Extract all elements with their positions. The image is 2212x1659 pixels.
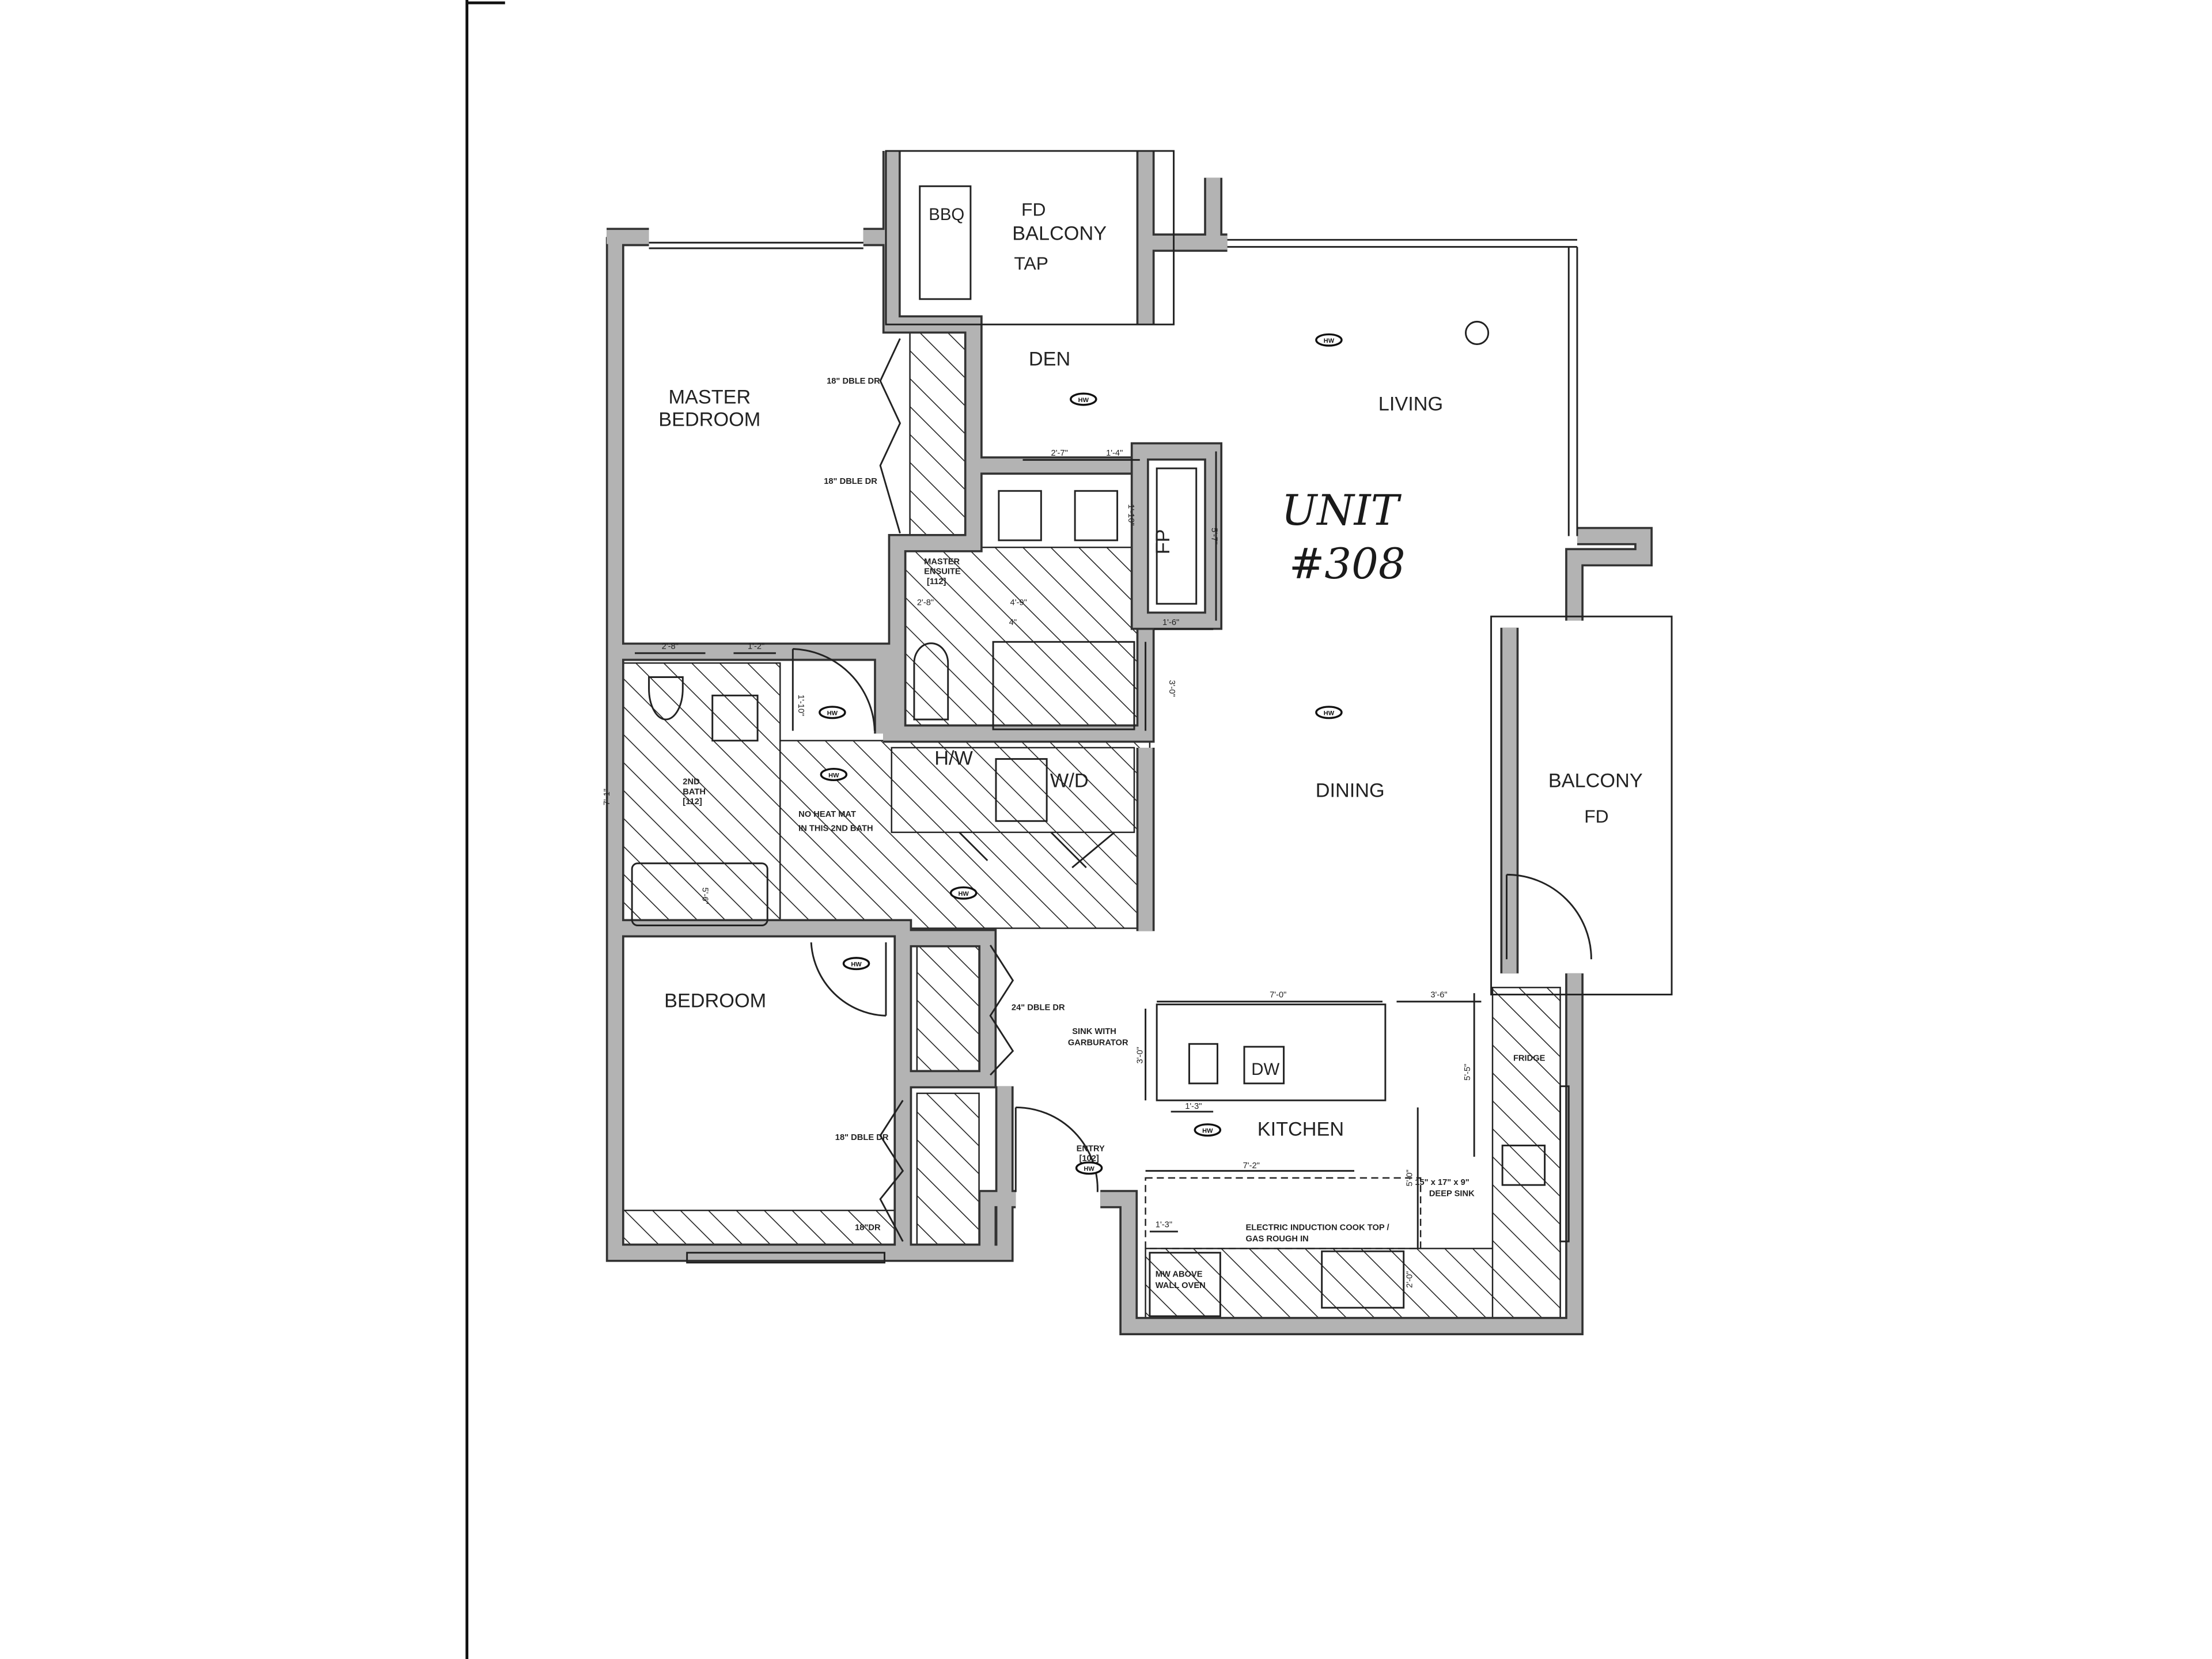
hw-markers: HW HW HW HW HW HW HW HW HW: [819, 333, 1343, 1175]
svg-text:1'-10": 1'-10": [1126, 504, 1135, 525]
svg-text:#308: #308: [1289, 540, 1406, 589]
walls: [605, 151, 1653, 1335]
annotations: 18" DBLE DR 18" DBLE DR 24" DBLE DR 18" …: [683, 377, 1475, 1290]
windows: [649, 150, 1673, 1264]
bbq-label: BBQ: [929, 205, 964, 224]
svg-text:3'-6": 3'-6": [1430, 990, 1447, 999]
svg-text:7'-2": 7'-2": [1243, 1161, 1260, 1171]
svg-text:2'-7": 2'-7": [1051, 449, 1068, 458]
dimension-labels: 2'-7" 1'-4" 5'-7" 1'-10" 1'-6" 3'-0" 2'-…: [603, 449, 1482, 1288]
fixtures: [631, 490, 1546, 1317]
svg-text:7'-1": 7'-1": [603, 789, 612, 805]
svg-text:1'-3": 1'-3": [1156, 1221, 1172, 1230]
svg-text:HW: HW: [1202, 1128, 1213, 1135]
svg-text:HW: HW: [1078, 397, 1089, 404]
svg-text:HW: HW: [1084, 1166, 1094, 1173]
svg-text:5'-5": 5'-5": [1463, 1064, 1472, 1081]
svg-text:IN THIS 2ND BATH: IN THIS 2ND BATH: [798, 824, 873, 833]
svg-text:ENSUITE: ENSUITE: [924, 567, 961, 577]
svg-text:HW: HW: [827, 710, 838, 717]
svg-text:ENTRY: ENTRY: [1077, 1144, 1105, 1153]
svg-text:24" DBLE DR: 24" DBLE DR: [1012, 1003, 1065, 1012]
svg-text:MASTER: MASTER: [924, 558, 960, 567]
room-label-den: DEN: [1029, 348, 1070, 370]
room-label-kitchen: KITCHEN: [1257, 1118, 1344, 1140]
unit-number-handwritten: UNIT #308: [1281, 486, 1405, 589]
svg-text:BATH: BATH: [683, 787, 706, 797]
svg-text:HW: HW: [958, 891, 969, 897]
svg-text:[102]: [102]: [1079, 1154, 1099, 1164]
svg-text:18"DR: 18"DR: [855, 1224, 881, 1233]
svg-text:5'-7": 5'-7": [1210, 528, 1219, 544]
svg-text:DEEP SINK: DEEP SINK: [1429, 1190, 1475, 1199]
svg-text:18" DBLE DR: 18" DBLE DR: [827, 377, 880, 386]
svg-text:3'-0": 3'-0": [1136, 1047, 1145, 1063]
room-labels: MASTER BEDROOM DEN LIVING DINING BALCONY…: [658, 199, 1643, 1141]
fireplace-label: FP: [1152, 529, 1174, 555]
svg-text:2'-8": 2'-8": [662, 642, 679, 652]
svg-text:[112]: [112]: [927, 577, 946, 586]
svg-text:2'-0": 2'-0": [1405, 1271, 1414, 1288]
washer-dryer-label: W/D: [1050, 770, 1089, 792]
svg-text:ELECTRIC INDUCTION COOK TOP /: ELECTRIC INDUCTION COOK TOP /: [1245, 1224, 1389, 1233]
svg-text:3'-0": 3'-0": [1167, 680, 1176, 696]
svg-text:1'-3": 1'-3": [1185, 1102, 1202, 1111]
hot-water-label: H/W: [934, 747, 973, 769]
dishwasher-label: DW: [1251, 1060, 1279, 1079]
svg-text:18" DBLE DR: 18" DBLE DR: [835, 1133, 889, 1142]
svg-text:18" DBLE DR: 18" DBLE DR: [824, 477, 877, 486]
svg-text:HW: HW: [851, 961, 862, 968]
hatched-areas: [621, 326, 1561, 1320]
room-label-balcony-top: BALCONY: [1012, 222, 1107, 244]
fridge-label: FRIDGE: [1513, 1054, 1546, 1063]
svg-text:MW ABOVE: MW ABOVE: [1156, 1270, 1203, 1279]
room-label-living: LIVING: [1378, 393, 1443, 415]
fd-label-top: FD: [1021, 199, 1046, 220]
svg-text:7'-0": 7'-0": [1270, 990, 1286, 999]
svg-text:NO HEAT MAT: NO HEAT MAT: [798, 810, 856, 819]
svg-text:5'-6": 5'-6": [700, 887, 710, 904]
svg-text:4'-9": 4'-9": [1010, 599, 1027, 608]
svg-text:HW: HW: [1324, 338, 1335, 344]
svg-text:4": 4": [1009, 618, 1017, 627]
room-label-bedroom: BEDROOM: [664, 990, 766, 1012]
svg-text:GARBURATOR: GARBURATOR: [1068, 1039, 1128, 1048]
room-label-dining: DINING: [1316, 780, 1385, 802]
svg-text:HW: HW: [1324, 710, 1335, 717]
room-label-master-bedroom: MASTER: [668, 386, 751, 408]
svg-text:1'-4": 1'-4": [1106, 449, 1123, 458]
svg-text:2'-8": 2'-8": [917, 599, 934, 608]
svg-text:HW: HW: [828, 772, 839, 779]
room-label-master-bedroom: BEDROOM: [658, 409, 760, 431]
svg-text:[112]: [112]: [683, 797, 702, 806]
room-label-balcony-right: BALCONY: [1548, 770, 1643, 792]
fd-label-right: FD: [1584, 806, 1608, 827]
svg-text:WALL OVEN: WALL OVEN: [1156, 1281, 1206, 1290]
svg-text:1'-10": 1'-10": [796, 695, 805, 716]
svg-text:UNIT: UNIT: [1281, 486, 1402, 535]
svg-text:GAS ROUGH IN: GAS ROUGH IN: [1245, 1234, 1308, 1244]
doors: [791, 338, 1592, 1242]
svg-text:15" x 17" x 9": 15" x 17" x 9": [1415, 1178, 1469, 1187]
svg-text:SINK WITH: SINK WITH: [1072, 1027, 1116, 1036]
svg-text:2ND: 2ND: [683, 778, 699, 787]
svg-text:1'-2": 1'-2": [748, 642, 764, 652]
svg-text:5'-0": 5'-0": [1405, 1169, 1414, 1186]
tap-label: TAP: [1014, 253, 1048, 274]
svg-text:1'-6": 1'-6": [1162, 618, 1179, 627]
